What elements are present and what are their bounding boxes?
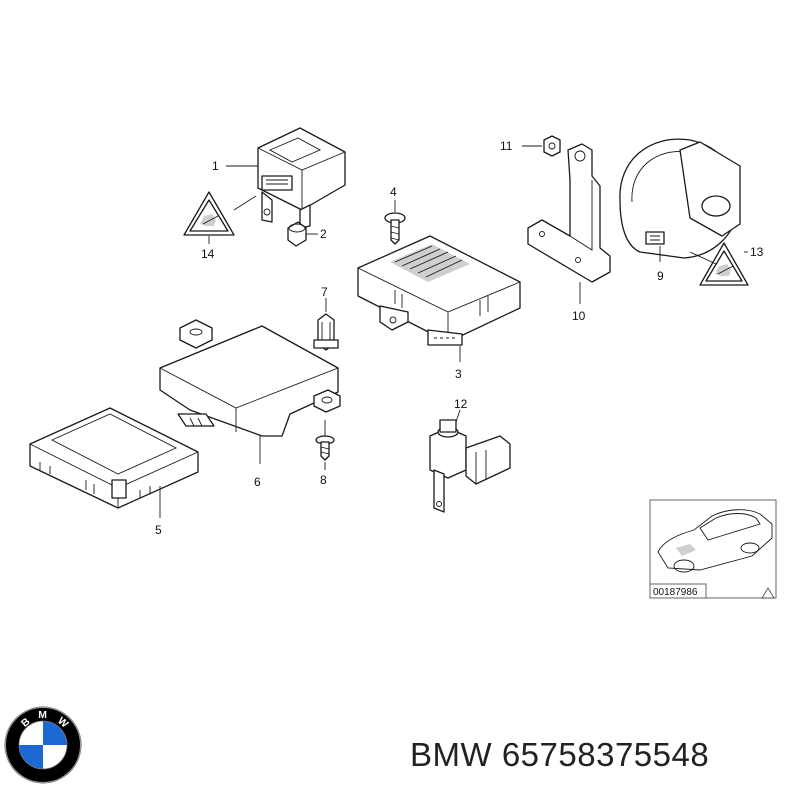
footer-part-label: BMW 65758375548 <box>410 736 709 774</box>
callout-2: 2 <box>320 227 327 241</box>
callout-13: 13 <box>750 245 764 259</box>
inset-warning-mark <box>761 587 775 599</box>
part-6-bracket <box>159 319 341 437</box>
vehicle-inset: 00187986 <box>649 499 777 599</box>
logo-blue-quadrant <box>43 721 67 745</box>
part-14-warning-label <box>183 191 235 236</box>
callout-4: 4 <box>390 185 397 199</box>
part-2-plug <box>287 221 307 247</box>
callout-7: 7 <box>321 285 328 299</box>
part-13-warning-label <box>699 242 749 286</box>
logo-blue-quadrant <box>19 745 43 769</box>
callout-5: 5 <box>155 523 162 537</box>
inset-ref-code: 00187986 <box>653 587 698 598</box>
callout-1: 1 <box>212 159 219 173</box>
callout-14: 14 <box>201 247 215 261</box>
callout-8: 8 <box>320 473 327 487</box>
bmw-logo: B M W <box>4 706 82 784</box>
part-5-control-unit <box>29 407 199 509</box>
callout-6: 6 <box>254 475 261 489</box>
callout-9: 9 <box>657 269 664 283</box>
part-11-nut <box>543 135 561 157</box>
logo-letter-m: M <box>38 710 47 721</box>
callout-3: 3 <box>455 367 462 381</box>
callout-12: 12 <box>454 397 468 411</box>
part-8-screw <box>315 435 335 461</box>
car-silhouette <box>657 509 773 573</box>
callout-11: 11 <box>500 139 513 153</box>
part-3-control-module <box>357 235 521 346</box>
part-9-sensor-assembly <box>619 138 741 259</box>
footer-part-number: 65758375548 <box>501 736 710 773</box>
part-1-control-box <box>257 127 346 229</box>
callout-10: 10 <box>572 309 586 323</box>
part-10-holder <box>527 143 611 283</box>
footer-brand: BMW <box>410 736 493 773</box>
part-12-switch <box>429 419 511 513</box>
part-4-screw <box>384 212 406 245</box>
part-7-clip <box>313 313 339 351</box>
